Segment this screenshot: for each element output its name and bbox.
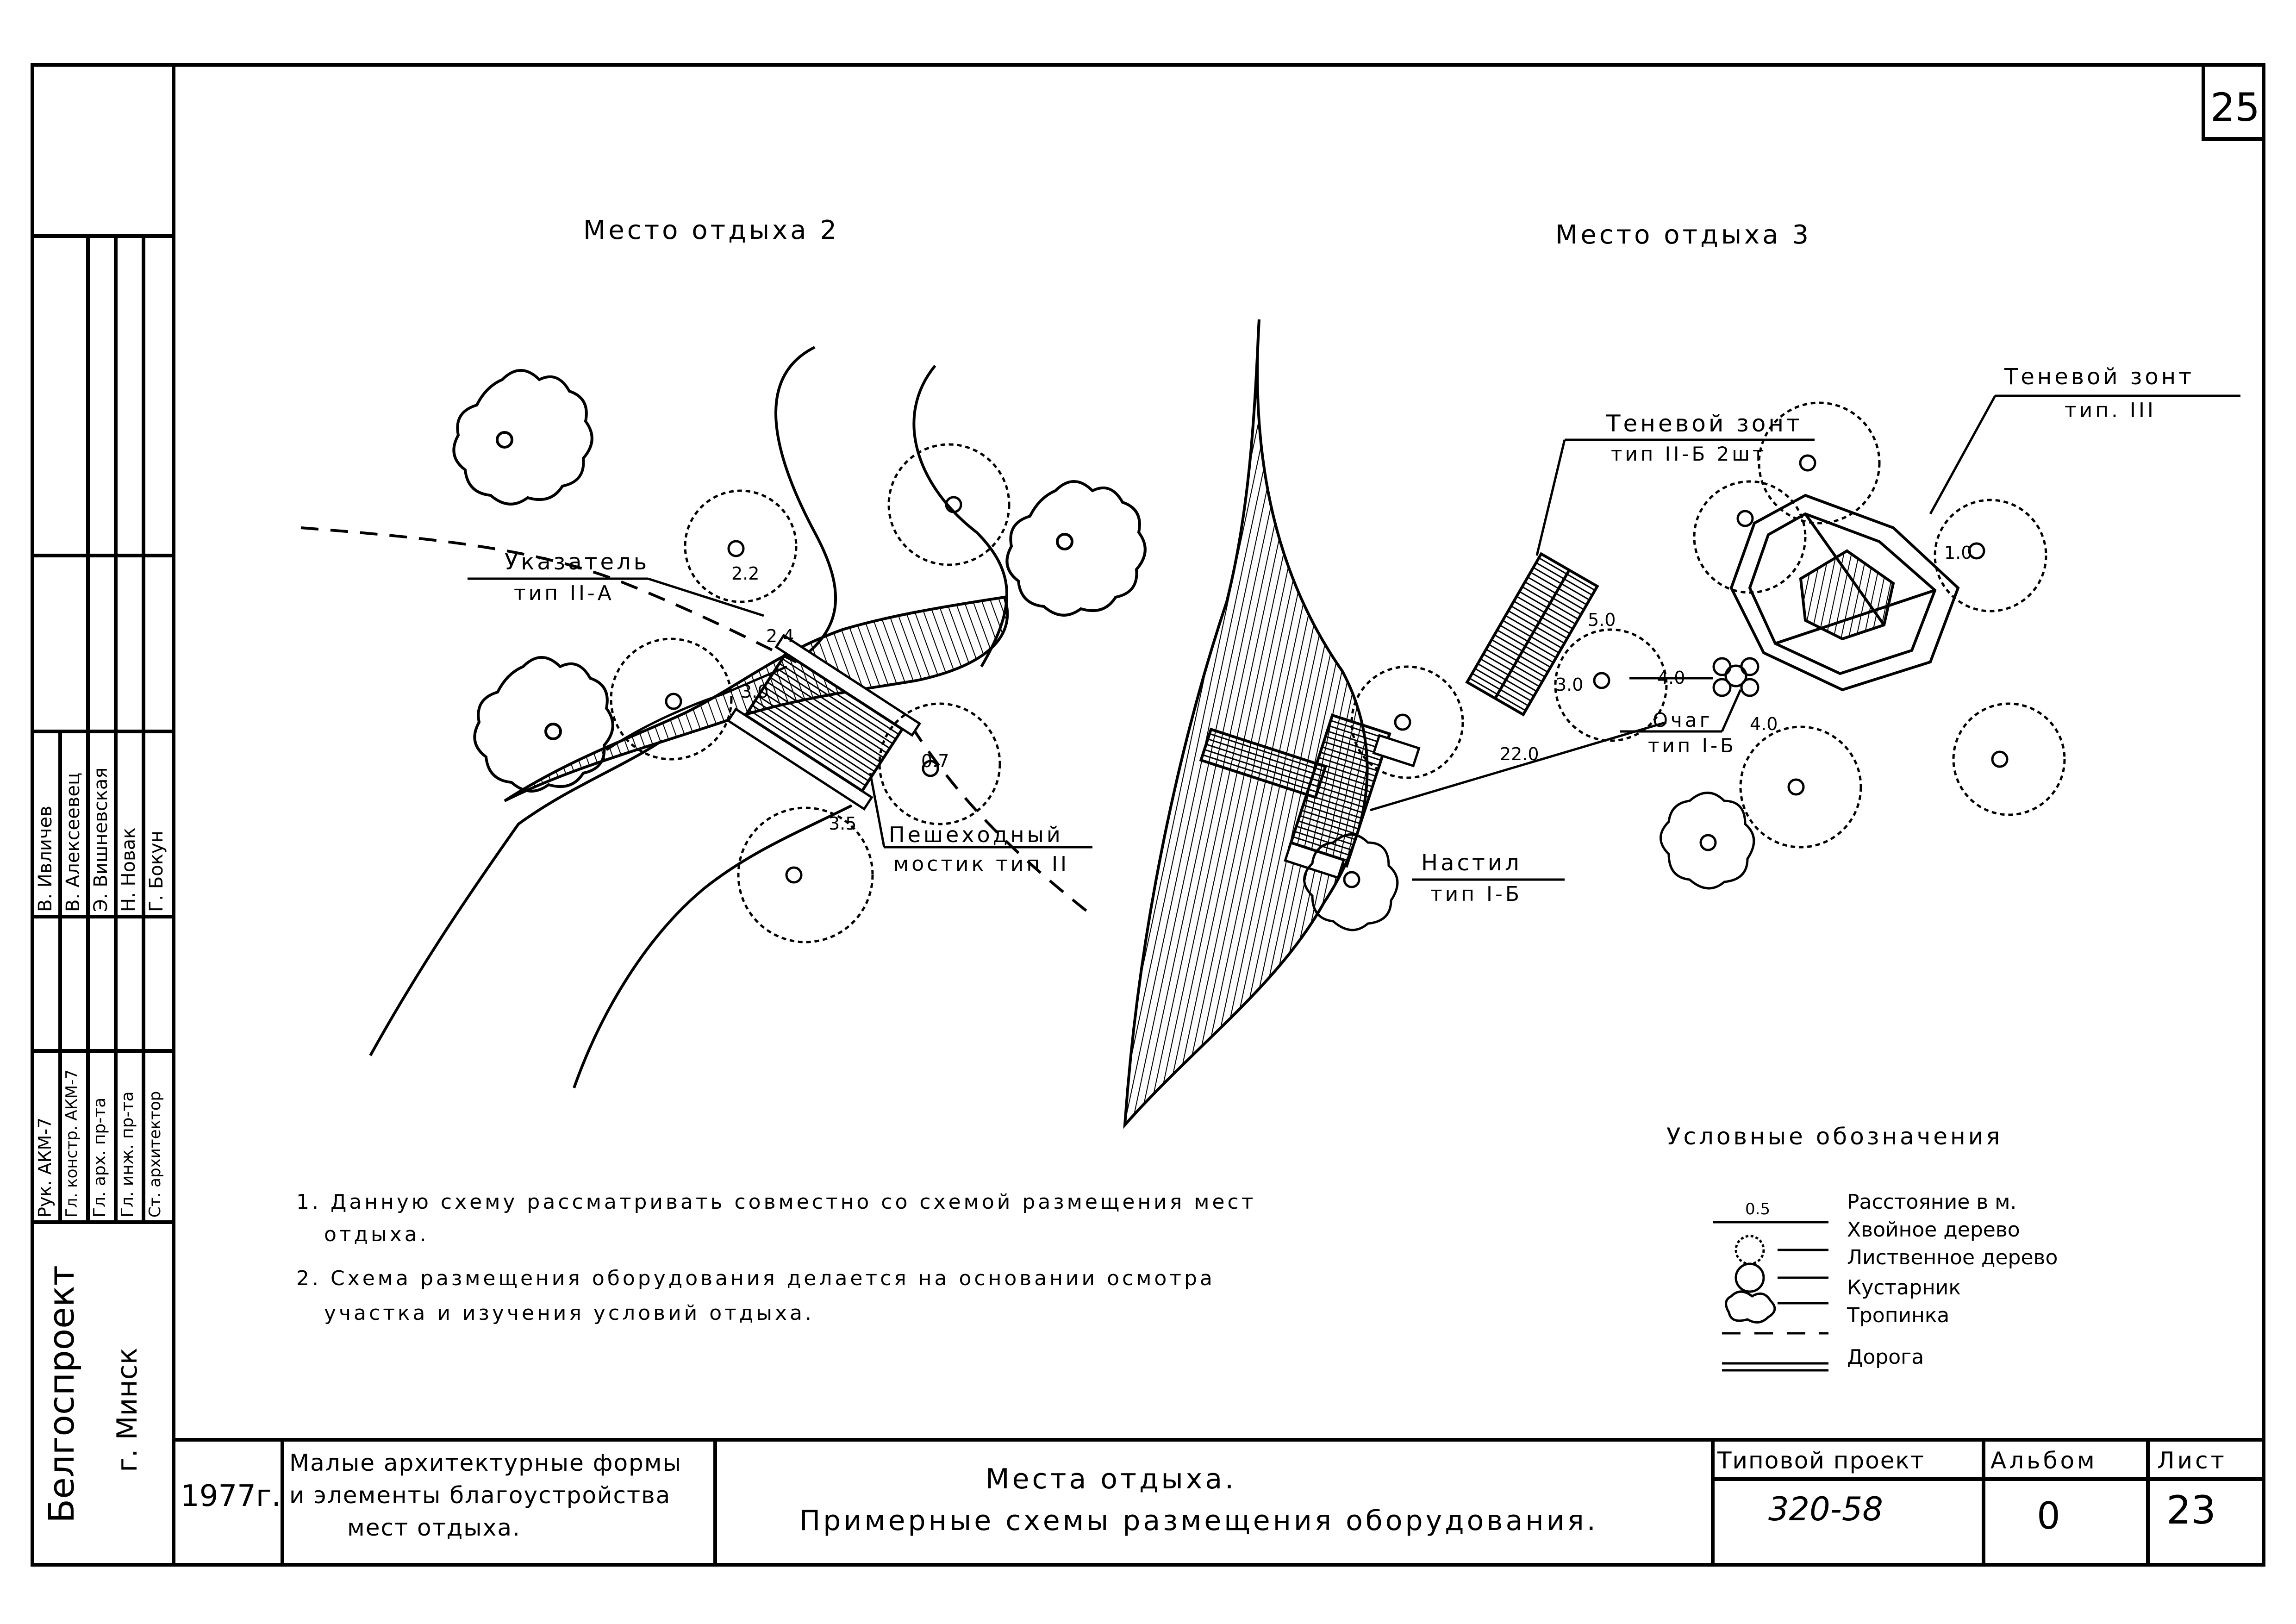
dim-label: 22.0 xyxy=(1500,744,1539,764)
dim-label: 2.2 xyxy=(731,563,760,584)
deciduous-tree xyxy=(452,369,1147,793)
dim-label: 5.0 xyxy=(1588,610,1616,630)
scheme-3-drawing xyxy=(1123,319,2240,1129)
legend-item: Расстояние в м. xyxy=(1847,1190,2017,1214)
stamp-name: Н. Новак xyxy=(118,827,139,912)
legend-item: Дорога xyxy=(1847,1345,1924,1369)
stamp-role: Гл. арх. пр-та xyxy=(90,1097,109,1218)
project-label: Типовой проект xyxy=(1717,1447,1925,1474)
shade-2-label: Теневой зонт xyxy=(2004,364,2195,390)
bridge-label: Пешеходный xyxy=(889,822,1063,847)
legend-symbols xyxy=(1713,1221,1828,1372)
hearth-label: Очаг xyxy=(1653,709,1713,731)
hearth-type-label: тип I-Б xyxy=(1648,734,1736,757)
dim-label: 3.5 xyxy=(829,813,857,834)
shade-2-type-label: тип. III xyxy=(2065,399,2156,422)
album-title-line1: Малые архитектурные формы xyxy=(289,1449,682,1476)
note-1-cont: отдыха. xyxy=(324,1223,429,1246)
note-2-cont: участка и изучения условий отдыха. xyxy=(324,1301,814,1325)
stamp-role: Гл. инж. пр-та xyxy=(118,1091,137,1218)
legend-item: Тропинка xyxy=(1847,1304,1950,1327)
sheet-value: 23 xyxy=(2166,1487,2216,1533)
pointer-type-label: тип II-А xyxy=(514,581,614,605)
stamp-name: Г. Бокун xyxy=(146,831,167,912)
album-title-line2: и элементы благоустройства xyxy=(289,1482,671,1509)
legend-item: Кустарник xyxy=(1847,1276,1961,1299)
page-number: 25 xyxy=(2210,85,2260,130)
pointer-label: Указатель xyxy=(505,549,650,575)
title-year: 1977г. xyxy=(181,1479,281,1513)
bridge-type-label: мостик тип II xyxy=(893,852,1070,876)
scheme-2-drawing xyxy=(300,346,1147,1088)
album-title-line3: мест отдыха. xyxy=(347,1514,521,1541)
project-value: 320-58 xyxy=(1768,1490,1883,1528)
sheet-label: Лист xyxy=(2157,1447,2227,1474)
legend-item: Лиственное дерево xyxy=(1847,1246,2058,1269)
note-1: 1. Данную схему рассматривать совместно … xyxy=(296,1190,1256,1214)
dim-label: 0.7 xyxy=(921,751,949,771)
note-2: 2. Схема размещения оборудования делаетс… xyxy=(296,1267,1215,1290)
shade-1-label: Теневой зонт xyxy=(1606,410,1803,437)
scheme-3-title: Место отдыха 3 xyxy=(1555,220,1811,250)
stamp-name: Э. Вишневская xyxy=(90,767,112,912)
stamp-role: Ст. архитектор xyxy=(146,1091,164,1218)
sheet-title-line1: Места отдыха. xyxy=(985,1463,1237,1495)
dim-label: 3.0 xyxy=(741,681,769,702)
scheme-2-title: Место отдыха 2 xyxy=(583,215,839,245)
album-value: 0 xyxy=(2037,1494,2060,1537)
shade-1-type-label: тип II-Б 2шт xyxy=(1611,443,1767,465)
dim-label: 1.0 xyxy=(1944,543,1972,563)
deck-type-label: тип I-Б xyxy=(1430,882,1522,906)
sheet-frame xyxy=(31,63,2265,1567)
stamp-org: Белгоспроект xyxy=(41,1265,82,1523)
deck-label: Настил xyxy=(1421,850,1522,876)
legend-sample-value: 0.5 xyxy=(1745,1200,1771,1218)
dim-label: 4.0 xyxy=(1750,714,1778,734)
stamp-name: В. Ивличев xyxy=(35,806,56,912)
stamp-role: Гл. констр. АКМ-7 xyxy=(62,1069,81,1218)
dim-label: 3.0 xyxy=(1555,675,1584,695)
album-label: Альбом xyxy=(1990,1447,2097,1474)
stamp-name: В. Алексеевец xyxy=(62,772,84,912)
water-3 xyxy=(1123,319,1369,1129)
sheet-title-line2: Примерные схемы размещения оборудования. xyxy=(799,1505,1598,1537)
stamp-city: г. Минск xyxy=(111,1348,144,1472)
dim-label: 2.4 xyxy=(766,626,794,646)
legend-item: Хвойное дерево xyxy=(1847,1218,2020,1242)
conifer-tree xyxy=(610,443,1011,943)
legend-title: Условные обозначения xyxy=(1666,1123,2003,1150)
hex-shade xyxy=(1729,493,1960,692)
dim-label: 4.0 xyxy=(1657,668,1685,688)
stamp-role: Рук. АКМ-7 xyxy=(35,1117,55,1218)
